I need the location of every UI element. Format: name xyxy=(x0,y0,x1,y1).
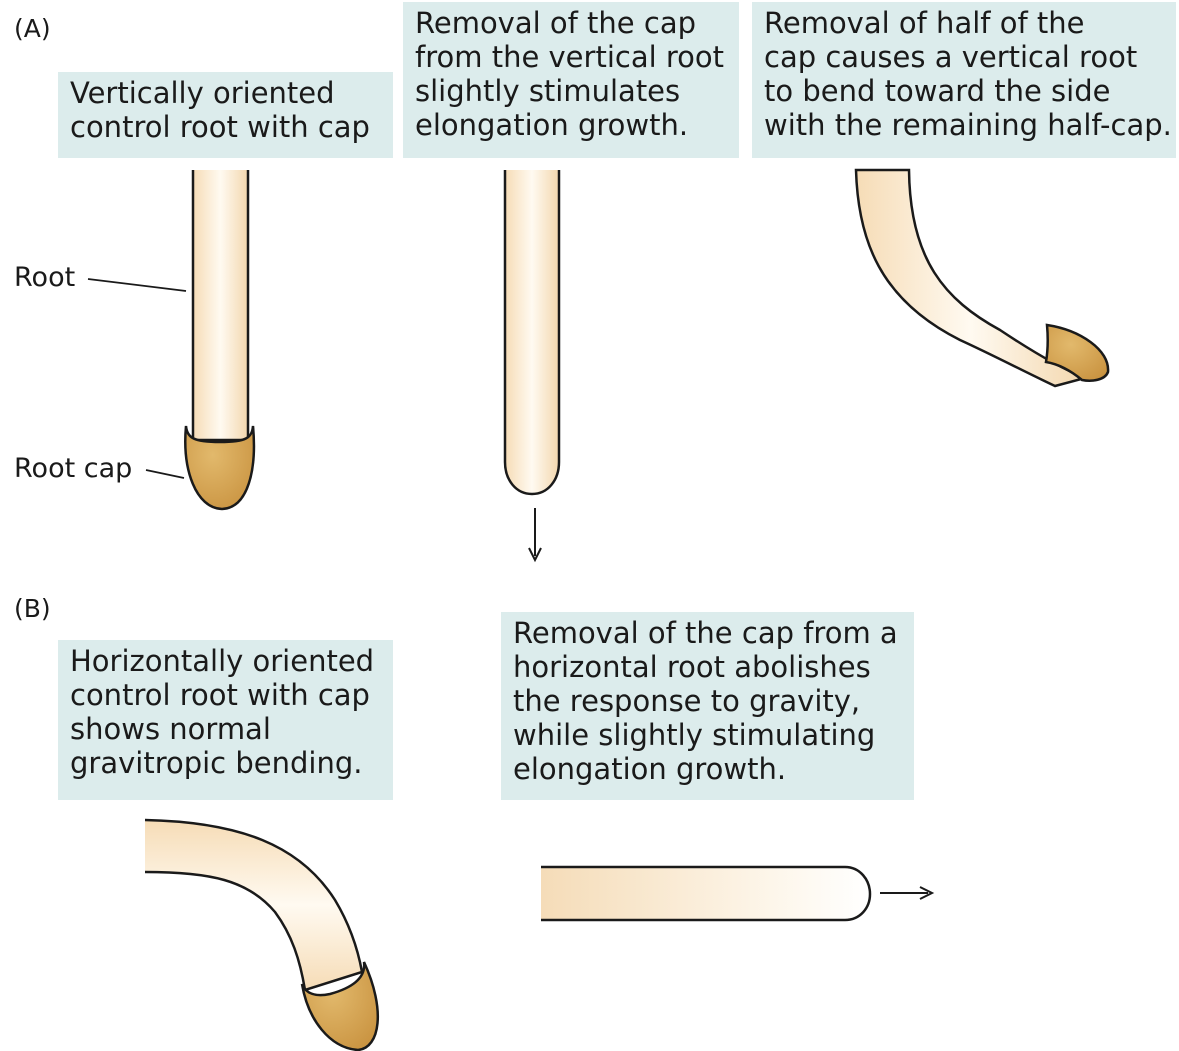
horizontal-control-root xyxy=(145,820,378,1050)
vertical-control-root xyxy=(88,170,254,509)
half-cap-bending-root xyxy=(856,170,1108,386)
decapped-vertical-root xyxy=(505,170,559,560)
root-leader-line xyxy=(88,279,186,291)
root-cap-leader-line xyxy=(146,470,184,478)
arrow-right-icon xyxy=(880,887,932,899)
arrow-down-icon xyxy=(529,508,541,560)
decapped-horizontal-root xyxy=(541,867,932,920)
